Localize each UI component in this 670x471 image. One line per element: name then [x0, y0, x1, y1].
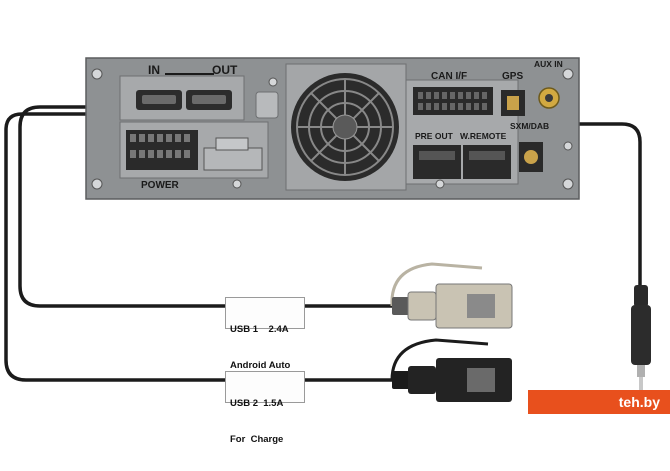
screw-icon — [562, 178, 574, 190]
w-remote-label: W.REMOTE — [460, 131, 507, 141]
gps-label: GPS — [502, 71, 524, 82]
in-label: IN — [148, 63, 160, 77]
usb2-tag-line1: USB 2 1.5A — [230, 398, 284, 409]
screw-icon — [563, 141, 573, 151]
aux-cable — [571, 122, 642, 287]
usb1-cable-tag: USB 1 2.4A Android Auto — [225, 297, 305, 371]
screw-icon — [232, 179, 242, 189]
w-remote-connector — [463, 145, 511, 179]
aux-in-label: AUX IN — [534, 59, 563, 69]
cooling-fan-icon — [291, 73, 399, 181]
pre-out-connector — [413, 145, 461, 179]
usb2-plug-icon — [390, 338, 512, 402]
can-if-label: CAN I/F — [431, 71, 468, 82]
screw-icon — [435, 179, 445, 189]
can-if-connector — [413, 87, 493, 115]
usb1-tag-line1: USB 1 2.4A — [230, 324, 289, 335]
screw-icon — [562, 68, 574, 80]
sxm-dab-label: SXM/DAB — [510, 121, 550, 131]
out-label: OUT — [212, 63, 238, 77]
usb2-tag-line2: For Charge — [230, 434, 284, 445]
usb1-plug-icon — [390, 262, 513, 329]
usb2-cable — [4, 112, 394, 382]
usb2-cable-tag: USB 2 1.5A For Charge — [225, 371, 305, 445]
usb1-tag-line2: Android Auto — [230, 360, 291, 371]
screw-icon — [268, 77, 278, 87]
pre-out-label: PRE OUT — [415, 131, 453, 141]
power-label: POWER — [141, 180, 179, 191]
screw-icon — [91, 68, 103, 80]
usb1-cable — [18, 105, 394, 308]
watermark: teh.by — [528, 390, 670, 414]
aux-plug-icon — [631, 285, 651, 391]
screw-icon — [91, 178, 103, 190]
